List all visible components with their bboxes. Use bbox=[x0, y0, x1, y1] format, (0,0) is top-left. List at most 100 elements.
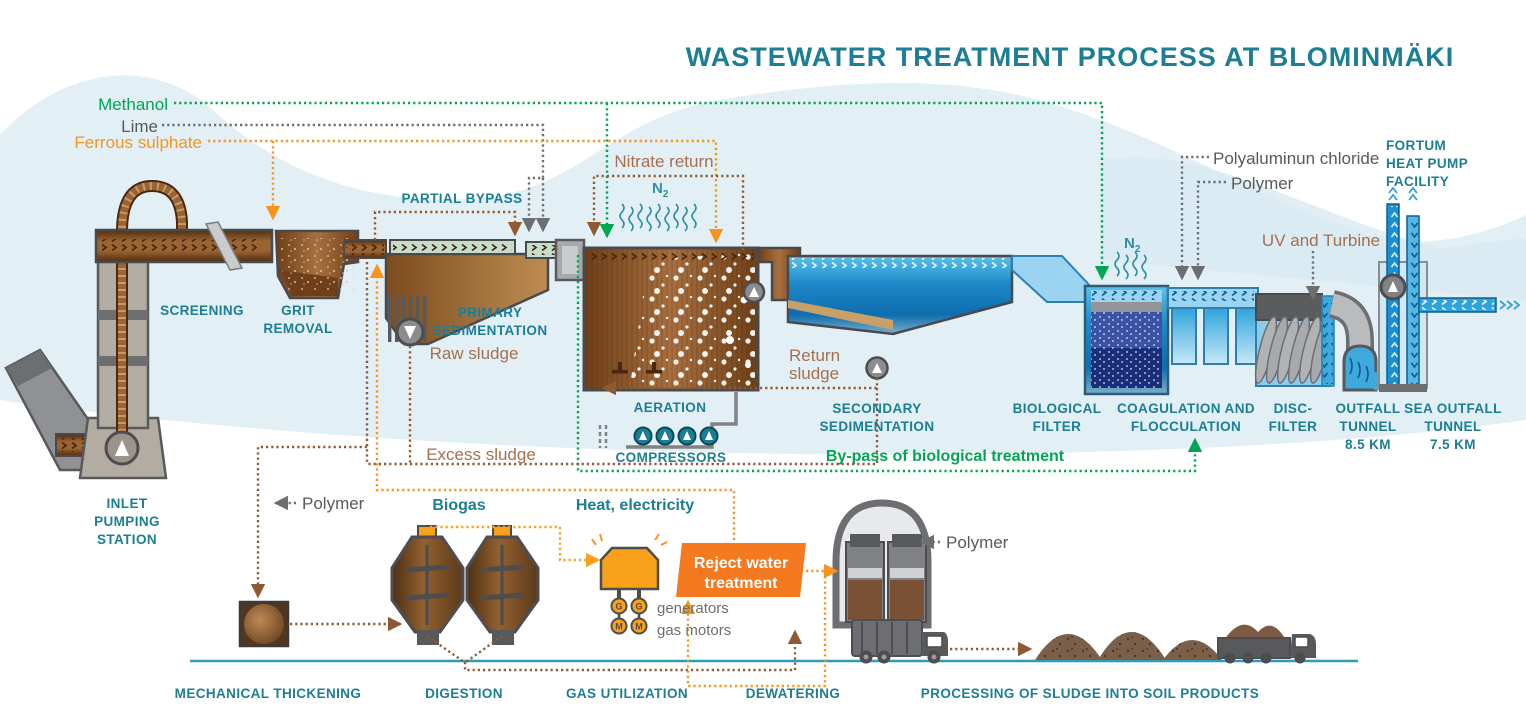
dewatering-unit bbox=[832, 499, 932, 655]
truck-window bbox=[1294, 636, 1309, 648]
centrifuge-machine bbox=[887, 534, 927, 623]
biological-bypass-line bbox=[576, 255, 1203, 473]
mechanical-thickening-label: MECHANICAL THICKENING bbox=[175, 686, 362, 701]
chemical-dosing-lines bbox=[162, 101, 1321, 550]
sea-exit-arrows bbox=[1499, 300, 1521, 310]
haul-truck bbox=[1217, 624, 1316, 664]
outfall-tunnel-label-1: OUTFALL bbox=[1335, 401, 1400, 416]
grit-removal-unit bbox=[274, 229, 387, 300]
sludge-truck bbox=[851, 619, 948, 664]
inlet-pipe-flow bbox=[102, 239, 262, 253]
truck-load bbox=[1224, 624, 1286, 640]
sludge-lines bbox=[250, 262, 1033, 672]
lime-label: Lime bbox=[121, 117, 158, 136]
compressors-label: COMPRESSORS bbox=[616, 450, 727, 465]
tunnel-tube bbox=[1329, 293, 1371, 352]
aeration-diffusers bbox=[612, 362, 662, 374]
secondary-sedimentation-unit bbox=[786, 254, 1093, 380]
outfall-tunnel-label-3: 8.5 KM bbox=[1345, 437, 1391, 452]
heat-pump-base bbox=[1379, 384, 1427, 392]
sea-outfall-label-1: SEA OUTFALL bbox=[1404, 401, 1502, 416]
gas-motors-label: gas motors bbox=[657, 622, 731, 639]
raw-sludge-pump-triangle bbox=[404, 326, 416, 339]
biofilter-water-flow bbox=[1091, 291, 1162, 300]
primary-channel-flow bbox=[393, 243, 512, 252]
compressor-pumps bbox=[633, 426, 719, 446]
processing-label: PROCESSING OF SLUDGE INTO SOIL PRODUCTS bbox=[921, 686, 1259, 701]
uv-turbine-label: UV and Turbine bbox=[1262, 231, 1380, 250]
return-sludge-label-2: sludge bbox=[789, 364, 839, 383]
reject-water-box bbox=[676, 543, 806, 597]
outfall-tunnel-label-2: TUNNEL bbox=[1339, 419, 1396, 434]
bypass-biological-label: By-pass of biological treatment bbox=[826, 448, 1065, 465]
fortum-label-3: FACILITY bbox=[1386, 174, 1449, 189]
grit-speckles bbox=[280, 238, 354, 292]
truck-window bbox=[926, 635, 943, 648]
screw-conveyor bbox=[118, 181, 186, 445]
reject-water-label-2: treatment bbox=[705, 575, 779, 592]
filter-discs bbox=[1254, 316, 1333, 384]
spark-marks bbox=[591, 533, 668, 546]
primary-sedimentation-unit bbox=[384, 238, 586, 347]
riser-down-flow bbox=[1408, 218, 1418, 386]
mechanical-thickening-unit bbox=[238, 600, 290, 648]
motor-letter: M bbox=[615, 622, 623, 632]
sea-outfall-label-3: 7.5 KM bbox=[1430, 437, 1476, 452]
generator-letter: G bbox=[615, 602, 622, 612]
biological-filter-unit bbox=[1083, 284, 1170, 396]
compressor-intake bbox=[598, 425, 608, 448]
coagulation-column bbox=[1171, 307, 1197, 365]
coagulation-column bbox=[1203, 307, 1229, 365]
disc-filter-unit bbox=[1254, 293, 1335, 387]
generator-icon bbox=[630, 597, 648, 615]
reject-water-label-1: Reject water bbox=[694, 555, 788, 572]
polymer-dewatering-label: Polymer bbox=[946, 533, 1009, 552]
gate-inner bbox=[562, 246, 578, 274]
compressors-unit bbox=[598, 392, 738, 449]
polymer-thickening-label: Polymer bbox=[302, 494, 365, 513]
gas-utilization-label: GAS UTILIZATION bbox=[566, 686, 688, 701]
digestion-to-dewatering-line bbox=[463, 629, 803, 672]
n2-label-biofilter: N2 bbox=[1124, 235, 1141, 255]
digester-tank bbox=[465, 525, 540, 645]
intake-chute-top bbox=[6, 350, 52, 386]
biogas-label: Biogas bbox=[432, 497, 485, 514]
biofilter-media-speckles bbox=[1091, 312, 1162, 388]
secondary-sedimentation-label-1: SECONDARY bbox=[832, 401, 921, 416]
disc-filter-label-2: FILTER bbox=[1269, 419, 1318, 434]
gas-motor-icon bbox=[630, 617, 648, 635]
fortum-label-2: HEAT PUMP bbox=[1386, 156, 1468, 171]
nitrate-return-label: Nitrate return bbox=[614, 152, 713, 171]
aeration-top-flow bbox=[590, 252, 754, 262]
tunnel-flow bbox=[1349, 357, 1369, 383]
biogas-lines bbox=[430, 525, 601, 568]
outfall-tunnel-unit bbox=[1328, 290, 1384, 392]
generator-icon bbox=[610, 597, 628, 615]
motor-letter: M bbox=[635, 622, 643, 632]
reject-water-lines bbox=[369, 263, 839, 688]
soil-product-piles bbox=[1035, 632, 1222, 660]
biofilter-grate bbox=[1091, 302, 1162, 312]
centrifuge-machine bbox=[845, 534, 885, 623]
reject-water-treatment: Reject water treatment bbox=[676, 543, 806, 597]
biological-filter-label-2: FILTER bbox=[1033, 419, 1082, 434]
aeration-bubbles bbox=[630, 252, 755, 386]
reject-collection-line bbox=[680, 571, 827, 688]
disc-filter-label-1: DISC- bbox=[1274, 401, 1313, 416]
coagulation-label-2: FLOCCULATION bbox=[1131, 419, 1241, 434]
n2-label-aeration: N2 bbox=[652, 180, 669, 200]
screening-unit bbox=[94, 221, 274, 271]
primary-sedimentation-label-2: SEDIMENTATION bbox=[433, 323, 548, 338]
bypass-channel-flow bbox=[528, 245, 556, 255]
coagulation-column bbox=[1235, 307, 1259, 365]
inlet-pumping-label-1: INLET bbox=[107, 496, 148, 511]
digester-tank bbox=[390, 525, 465, 645]
inlet-pumping-label-3: STATION bbox=[97, 532, 157, 547]
labels: WASTEWATER TREATMENT PROCESS AT BLOMINMÄ… bbox=[74, 42, 1501, 701]
partial-bypass-label: PARTIAL BYPASS bbox=[401, 191, 522, 206]
coagulation-label-1: COAGULATION AND bbox=[1117, 401, 1255, 416]
inlet-pumping-label-2: PUMPING bbox=[94, 514, 160, 529]
gas-utilization-unit: G G M M bbox=[591, 533, 668, 635]
